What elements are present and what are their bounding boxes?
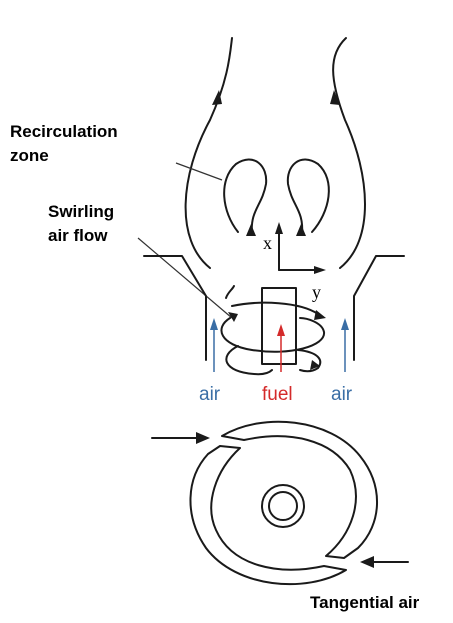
- swirling-label-line2: air flow: [48, 226, 108, 245]
- swirl-arrowhead-right: [314, 310, 326, 320]
- swirler-outer-ring: [261, 484, 305, 528]
- fuel-injector-tube: [261, 287, 297, 365]
- swirl-arrowhead-left: [228, 312, 238, 322]
- outer-streamlines: [184, 37, 366, 269]
- x-axis-arrowhead: [275, 222, 283, 234]
- air-right-arrow-head: [341, 318, 349, 330]
- left-streamline-arrowhead: [212, 90, 222, 105]
- recirculation-leader-line: [175, 162, 223, 181]
- y-axis-label: y: [312, 282, 321, 302]
- recirculation-label-line1: Recirculation: [10, 122, 118, 141]
- fuel-arrow-head: [277, 324, 285, 336]
- swirl-curves: [220, 285, 326, 376]
- swirler-top-vane: [221, 420, 378, 559]
- right-vortex-arrowhead: [296, 224, 306, 236]
- fuel-label: fuel: [262, 384, 293, 405]
- right-vortex-loop: [286, 158, 330, 235]
- left-vortex-arrowhead: [246, 224, 256, 236]
- swirler-bottom-vane: [189, 445, 347, 586]
- swirl-lower-loop-right: [297, 349, 322, 373]
- tangential-inlet-arrow-left-head: [196, 432, 210, 444]
- tangential-air-label: Tangential air: [310, 593, 420, 612]
- swirler-inner-ring: [268, 491, 298, 521]
- air-left-arrow-head: [210, 318, 218, 330]
- recirculation-label-line2: zone: [10, 146, 49, 165]
- tangential-inlet-arrow-right-head: [360, 556, 374, 568]
- combustor-walls: [143, 255, 405, 365]
- coordinate-axes: x y: [263, 222, 326, 302]
- right-streamline-arrowhead: [330, 90, 340, 105]
- swirl-upper-tick: [225, 285, 235, 299]
- swirl-top-arc: [231, 301, 319, 315]
- x-axis-label: x: [263, 233, 272, 253]
- right-outer-wall: [353, 255, 405, 361]
- left-outer-wall: [143, 255, 207, 361]
- recirculation-vortices: [223, 158, 330, 236]
- swirling-label-line1: Swirling: [48, 202, 114, 221]
- swirl-lower-loop-left: [225, 345, 273, 376]
- swirl-arrowhead-lower: [310, 360, 320, 370]
- y-axis-arrowhead: [314, 266, 326, 274]
- swirl-leader-line: [137, 237, 233, 319]
- right-outer-streamline: [332, 37, 366, 269]
- tangential-swirler: [151, 420, 409, 586]
- air-left-label: air: [199, 384, 221, 405]
- left-vortex-loop: [223, 158, 268, 235]
- inflow-arrows: [210, 318, 349, 372]
- left-outer-streamline: [184, 37, 233, 269]
- air-right-label: air: [331, 384, 353, 405]
